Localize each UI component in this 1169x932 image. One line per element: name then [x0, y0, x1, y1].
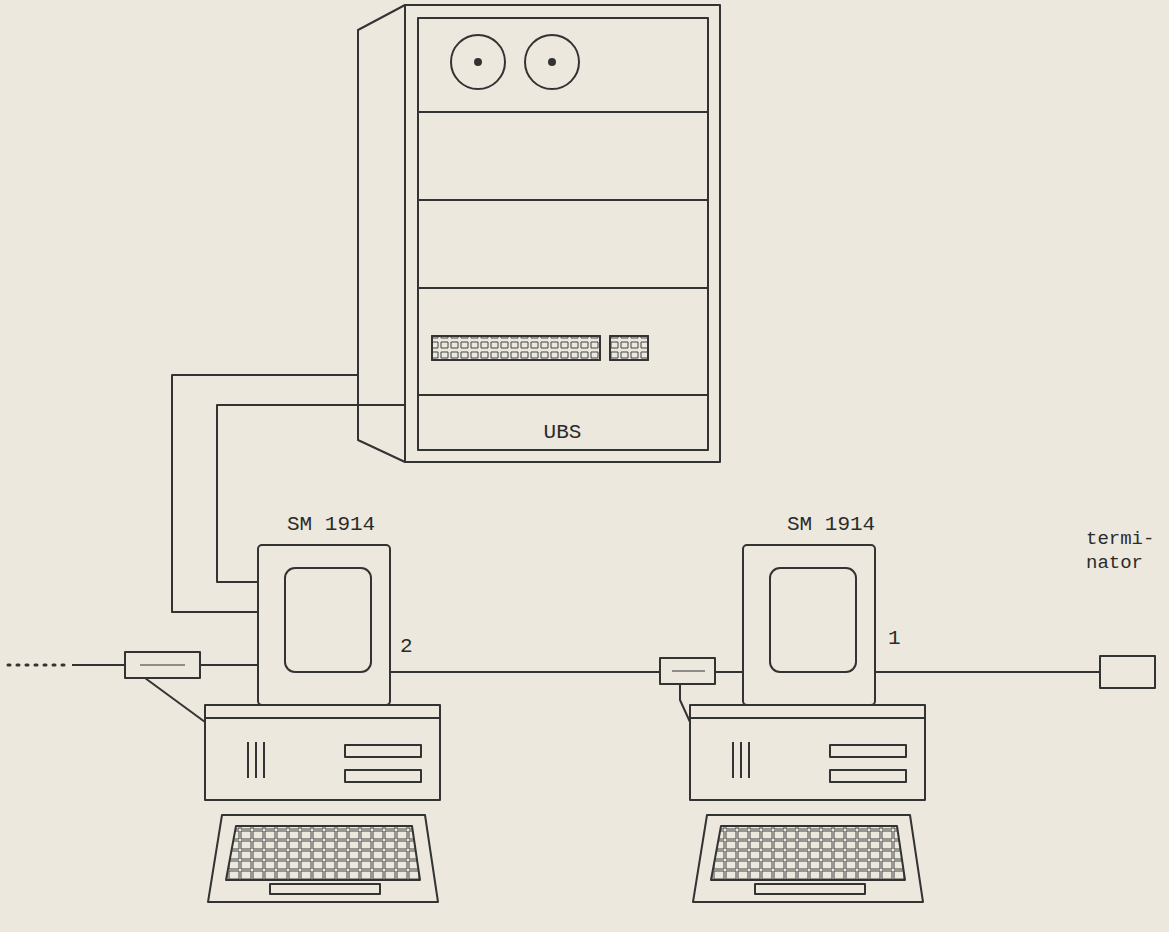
storage-unit-box: UBS — [405, 5, 720, 462]
computer-model: SM 1914 — [287, 512, 375, 538]
network-line — [390, 671, 440, 673]
label-slot: 1 — [888, 626, 901, 652]
storage-cabinet — [358, 5, 720, 462]
network-line — [200, 664, 258, 666]
label-slot: 2 — [400, 634, 413, 660]
terminator-node: termi- nator — [1082, 528, 1168, 690]
cable-connector — [440, 672, 690, 722]
t-connector — [672, 671, 705, 672]
network-line — [72, 664, 125, 666]
t-connector — [125, 652, 200, 678]
computer-model: SM 1914 — [787, 512, 875, 538]
callout-number: 2 — [400, 634, 413, 660]
network-line — [1082, 671, 1100, 673]
terminator-label: termi- nator — [1086, 528, 1162, 576]
t-connector — [140, 665, 185, 666]
computer-drawing — [205, 545, 440, 902]
callout-number: 1 — [888, 626, 901, 652]
network-line — [875, 671, 925, 673]
computer-drawing — [690, 545, 925, 902]
cable-line — [205, 611, 258, 613]
network-line — [715, 671, 742, 673]
cable-connector — [925, 671, 1082, 673]
t-connector — [660, 658, 715, 684]
unit-name: UBS — [544, 420, 582, 446]
dotted-line — [8, 664, 70, 667]
computer-node: SM 1914 — [690, 508, 925, 808]
terminator-box — [1100, 656, 1155, 688]
network-line — [145, 678, 205, 722]
